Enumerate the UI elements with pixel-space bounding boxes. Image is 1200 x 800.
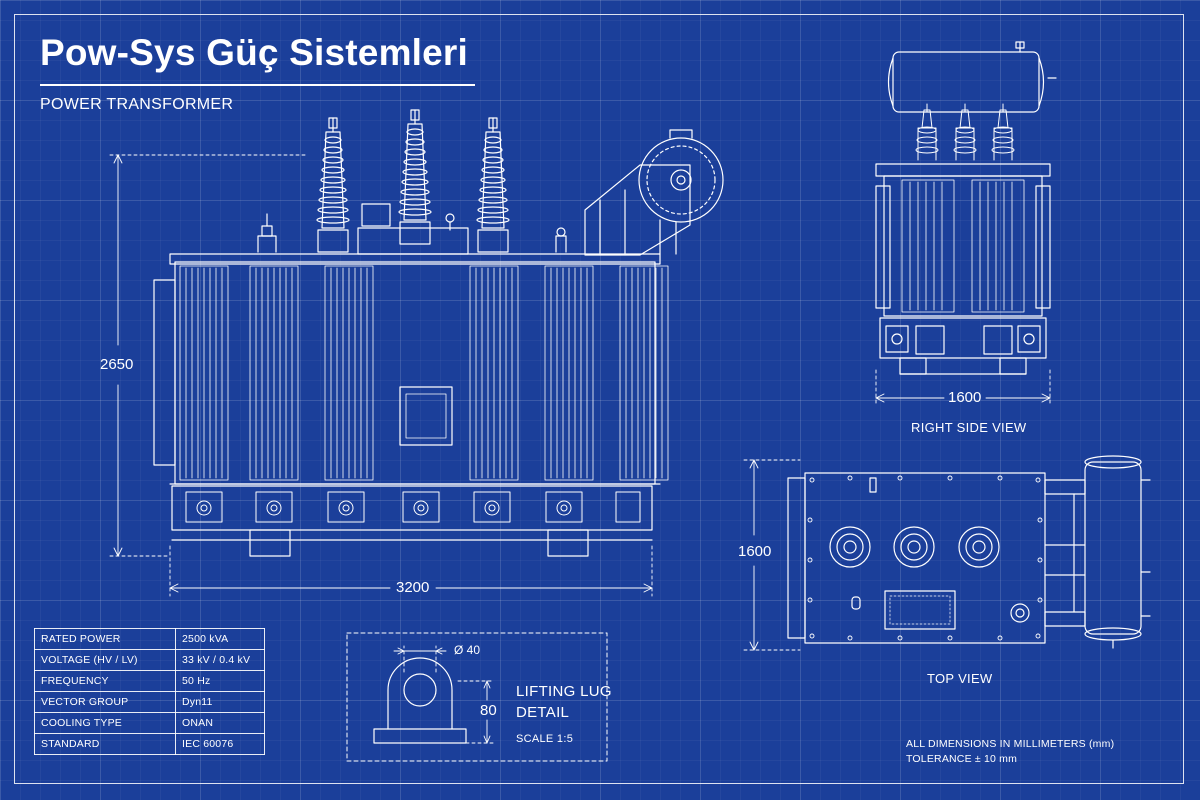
table-row: VECTOR GROUP Dyn11 <box>34 691 265 713</box>
conservator-tank <box>584 129 724 256</box>
lug-diameter-dimension: Ø 40 <box>454 643 481 657</box>
spec-value: ONAN <box>175 712 265 734</box>
lug-height-dimension: 80 <box>480 702 497 719</box>
title-underline <box>40 84 475 86</box>
front-length-dimension: 3200 <box>396 579 430 596</box>
front-view <box>109 109 724 597</box>
spec-label: VECTOR GROUP <box>34 691 176 713</box>
hv-bushings <box>316 109 510 253</box>
table-row: COOLING TYPE ONAN <box>34 712 265 734</box>
spec-value: IEC 60076 <box>175 733 265 755</box>
lifting-lug-detail <box>346 632 608 762</box>
table-row: FREQUENCY 50 Hz <box>34 670 265 692</box>
spec-value: 2500 kVA <box>175 628 265 650</box>
spec-value: Dyn11 <box>175 691 265 713</box>
front-dimensions <box>109 154 653 597</box>
terminal-box <box>361 203 391 227</box>
top-width-dimension: 1600 <box>738 543 772 560</box>
spec-label: VOLTAGE (HV / LV) <box>34 649 176 671</box>
side-width-dimension: 1600 <box>948 389 982 406</box>
table-row: RATED POWER 2500 kVA <box>34 628 265 650</box>
right-side-view <box>875 41 1057 407</box>
table-row: VOLTAGE (HV / LV) 33 kV / 0.4 kV <box>34 649 265 671</box>
nameplate <box>399 386 453 446</box>
top-view <box>743 455 1151 651</box>
notes-line-1: ALL DIMENSIONS IN MILLIMETERS (mm) <box>906 738 1115 750</box>
page-title: Pow-Sys Güç Sistemleri <box>40 32 469 73</box>
spec-value: 33 kV / 0.4 kV <box>175 649 265 671</box>
lifting-lug-title-line2: DETAIL <box>516 704 570 721</box>
top-view-label: TOP VIEW <box>927 671 993 686</box>
specifications-table: RATED POWER 2500 kVA VOLTAGE (HV / LV) 3… <box>34 628 265 755</box>
lifting-lug-title-line1: LIFTING LUG <box>516 683 612 700</box>
lifting-lug-title: LIFTING LUG DETAIL <box>516 681 612 723</box>
side-panel-left <box>153 279 176 466</box>
table-row: STANDARD IEC 60076 <box>34 733 265 755</box>
front-height-dimension: 2650 <box>100 356 134 373</box>
spec-value: 50 Hz <box>175 670 265 692</box>
base-frame <box>171 485 653 531</box>
lifting-lug-scale: SCALE 1:5 <box>516 733 574 745</box>
tank-body <box>174 261 656 485</box>
notes-line-2: TOLERANCE ± 10 mm <box>906 753 1018 765</box>
lug-detail-frame <box>346 632 608 762</box>
spec-label: STANDARD <box>34 733 176 755</box>
spec-label: FREQUENCY <box>34 670 176 692</box>
radiator-fins <box>179 265 669 481</box>
page-subtitle: POWER TRANSFORMER <box>40 96 234 113</box>
drawing-notes: ALL DIMENSIONS IN MILLIMETERS (mm) TOLER… <box>906 737 1114 767</box>
spec-label: COOLING TYPE <box>34 712 176 734</box>
right-side-view-label: RIGHT SIDE VIEW <box>911 420 1027 435</box>
spec-label: RATED POWER <box>34 628 176 650</box>
